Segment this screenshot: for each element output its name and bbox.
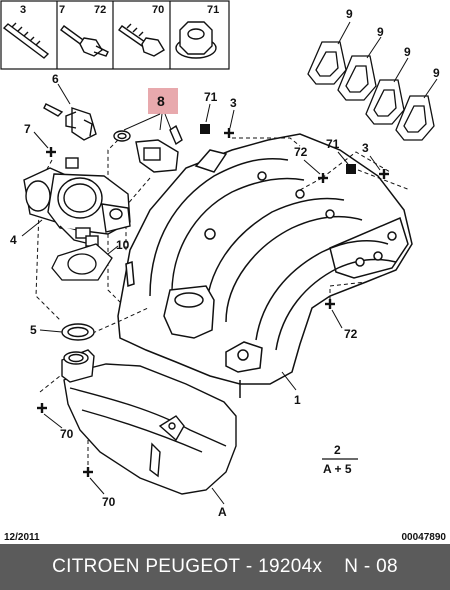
- header-ref-72: 72: [94, 4, 106, 16]
- exploded-parts-diagram: 3 7 72 70 71: [0, 0, 447, 543]
- callout-72a: 72: [294, 145, 308, 159]
- flange-bolt-icon: [118, 23, 165, 57]
- callout-8: 8: [157, 93, 165, 109]
- footer-bar: CITROEN PEUGEOT - 19204x N - 08: [0, 544, 450, 590]
- callout-9c: 9: [404, 45, 411, 59]
- header-ref-71: 71: [207, 4, 219, 16]
- callout-2: 2: [334, 443, 341, 457]
- callout-A: A: [218, 505, 227, 519]
- callout-10: 10: [116, 238, 130, 252]
- map-sensor-icon: [113, 124, 183, 173]
- throttle-body-icon: [23, 157, 131, 247]
- callout-70a: 70: [60, 427, 74, 441]
- footer-separator: -: [240, 556, 259, 577]
- stud-with-nut-icon: [60, 25, 109, 57]
- stud-marker-icon: [325, 299, 335, 309]
- callout-7: 7: [24, 122, 31, 136]
- long-stud-icon: [2, 22, 50, 59]
- callout-70b: 70: [102, 495, 116, 509]
- header-parts-table: [0, 0, 230, 70]
- bolt-marker-icon: [83, 467, 93, 477]
- header-ref-7: 7: [59, 4, 65, 16]
- highlight-callout-box: [148, 88, 178, 114]
- gasket-1-icon: [307, 41, 347, 85]
- stud-marker-icon: [224, 128, 234, 138]
- flange-nut-icon: [175, 21, 217, 59]
- nut-marker-icon: [200, 124, 210, 134]
- document-number: 00047890: [402, 532, 447, 543]
- callout-5: 5: [30, 323, 37, 337]
- intake-manifold-icon: [117, 133, 413, 398]
- callout-9a: 9: [346, 7, 353, 21]
- gasket-3-icon: [365, 79, 405, 125]
- fastener-marker-icon: [46, 147, 56, 157]
- gasket-2-icon: [337, 55, 377, 101]
- o-ring-icon: [61, 323, 95, 341]
- callout-72b: 72: [344, 327, 358, 341]
- footer-part-number: 19204x: [258, 556, 323, 577]
- callout-3a: 3: [230, 96, 237, 110]
- header-ref-70: 70: [152, 4, 164, 16]
- callout-4: 4: [10, 233, 17, 247]
- header-ref-3: 3: [20, 4, 26, 16]
- callout-3b: 3: [362, 141, 369, 155]
- callout-A-plus-5: A + 5: [323, 462, 352, 476]
- callout-1: 1: [294, 393, 301, 407]
- callout-71a: 71: [204, 90, 218, 104]
- throttle-sensor-icon: [43, 103, 97, 141]
- throttle-gasket-icon: [51, 243, 113, 281]
- callout-6: 6: [52, 72, 59, 86]
- stud-marker-icon: [379, 169, 389, 179]
- footer-page: N - 08: [344, 556, 398, 577]
- nut-marker-icon: [346, 164, 356, 174]
- callout-71b: 71: [326, 137, 340, 151]
- gasket-group: [307, 41, 435, 141]
- bolt-marker-icon: [37, 403, 47, 413]
- callout-9d: 9: [433, 66, 440, 80]
- gasket-4-icon: [395, 95, 435, 141]
- callout-9b: 9: [377, 25, 384, 39]
- footer-brand: CITROEN PEUGEOT: [52, 556, 241, 577]
- stud-marker-icon: [318, 173, 328, 183]
- date-code: 12/2011: [4, 532, 40, 543]
- air-intake-duct-icon: [61, 349, 237, 495]
